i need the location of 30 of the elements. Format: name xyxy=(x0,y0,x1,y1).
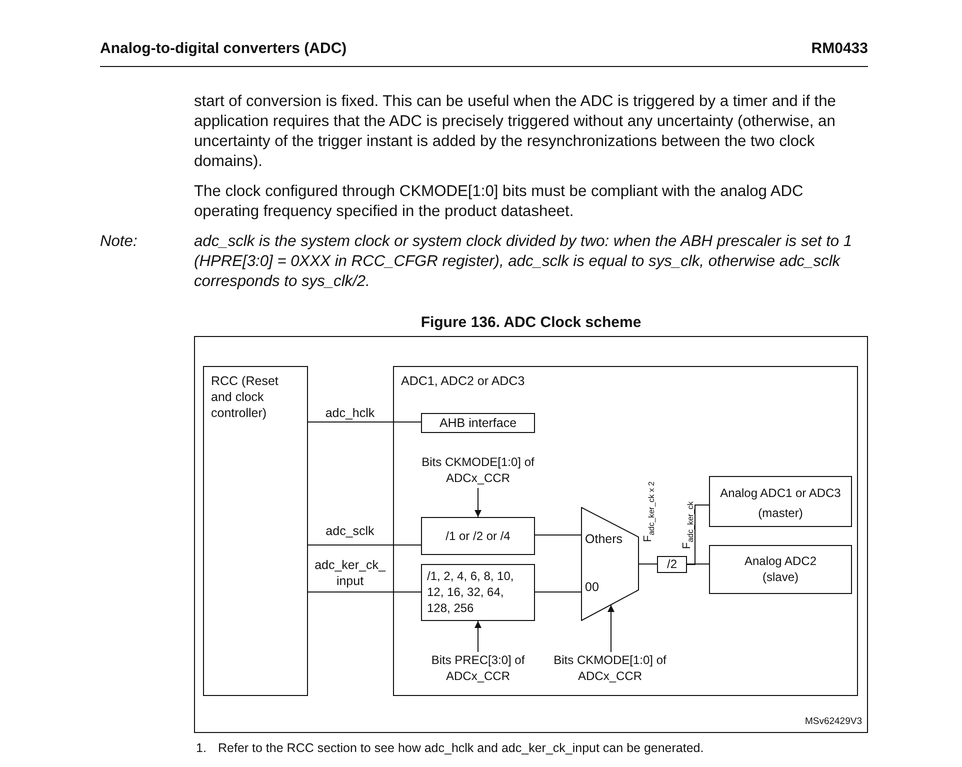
rcc-block: RCC (Reset and clock controller) xyxy=(203,366,308,696)
figure-title: Figure 136. ADC Clock scheme xyxy=(420,314,642,331)
multiplexer xyxy=(581,507,639,621)
adc-block xyxy=(393,366,858,696)
input-label: Others xyxy=(585,531,623,547)
paragraph: The clock configured through CKMODE[1:0] bits must be compliant with the analog ADC operating frequency specified in the product datasheet. xyxy=(194,182,804,222)
connector-line xyxy=(534,534,582,536)
note-text: adc_sclk is the system clock or system clock divided by two: when the ABH prescaler is set to 1 (HPRE[3:0] = 0XXX in RCC_CFGR register), adc_sclk is equal to sys_clk, otherwise adc_sclk corresponds to sys_clk/2. xyxy=(194,232,854,292)
arrow xyxy=(608,604,614,652)
note-label: Note: xyxy=(100,232,138,252)
input-label: 00 xyxy=(585,579,599,595)
page-header: Analog-to-digital converters (ADC) xyxy=(100,40,348,57)
edge-label: adc_sclk xyxy=(324,523,376,539)
connector-line xyxy=(686,504,710,565)
arrow xyxy=(474,620,482,652)
figure-id: MSv62429V3 xyxy=(804,716,862,727)
register-bits-text: Bits CKMODE[1:0] of ADCx_CCR xyxy=(408,454,548,488)
analog-adc-box: Analog ADC2 (slave) xyxy=(709,545,852,594)
document-number: RM0433 xyxy=(810,40,868,57)
footnote: Refer to the RCC section to see how adc_hclk and adc_ker_ck_input can be generated. xyxy=(218,741,705,755)
paragraph: start of conversion is fixed. This can be useful when the ADC is triggered by a timer and if the application requires that the ADC is precisely triggered without any uncertainty (otherwise, an uncertainty of the trigger instant is added by the resynchronizations between the two clock domains). xyxy=(194,92,837,172)
footnote-number: 1. xyxy=(196,741,208,755)
edge-label: adc_ker_ck_ input xyxy=(314,557,387,589)
edge-label: adc_hclk xyxy=(324,405,376,421)
block-title: ADC1, ADC2 or ADC3 xyxy=(401,373,526,389)
analog-adc-box: Analog ADC1 or ADC3 (master) xyxy=(709,476,852,527)
interface-box: AHB interface xyxy=(421,413,535,433)
prescaler-box: /1, 2, 4, 6, 8, 10, 12, 16, 32, 64, 128, 256 xyxy=(421,564,535,621)
arrow xyxy=(474,488,482,518)
connector-line xyxy=(308,544,422,546)
